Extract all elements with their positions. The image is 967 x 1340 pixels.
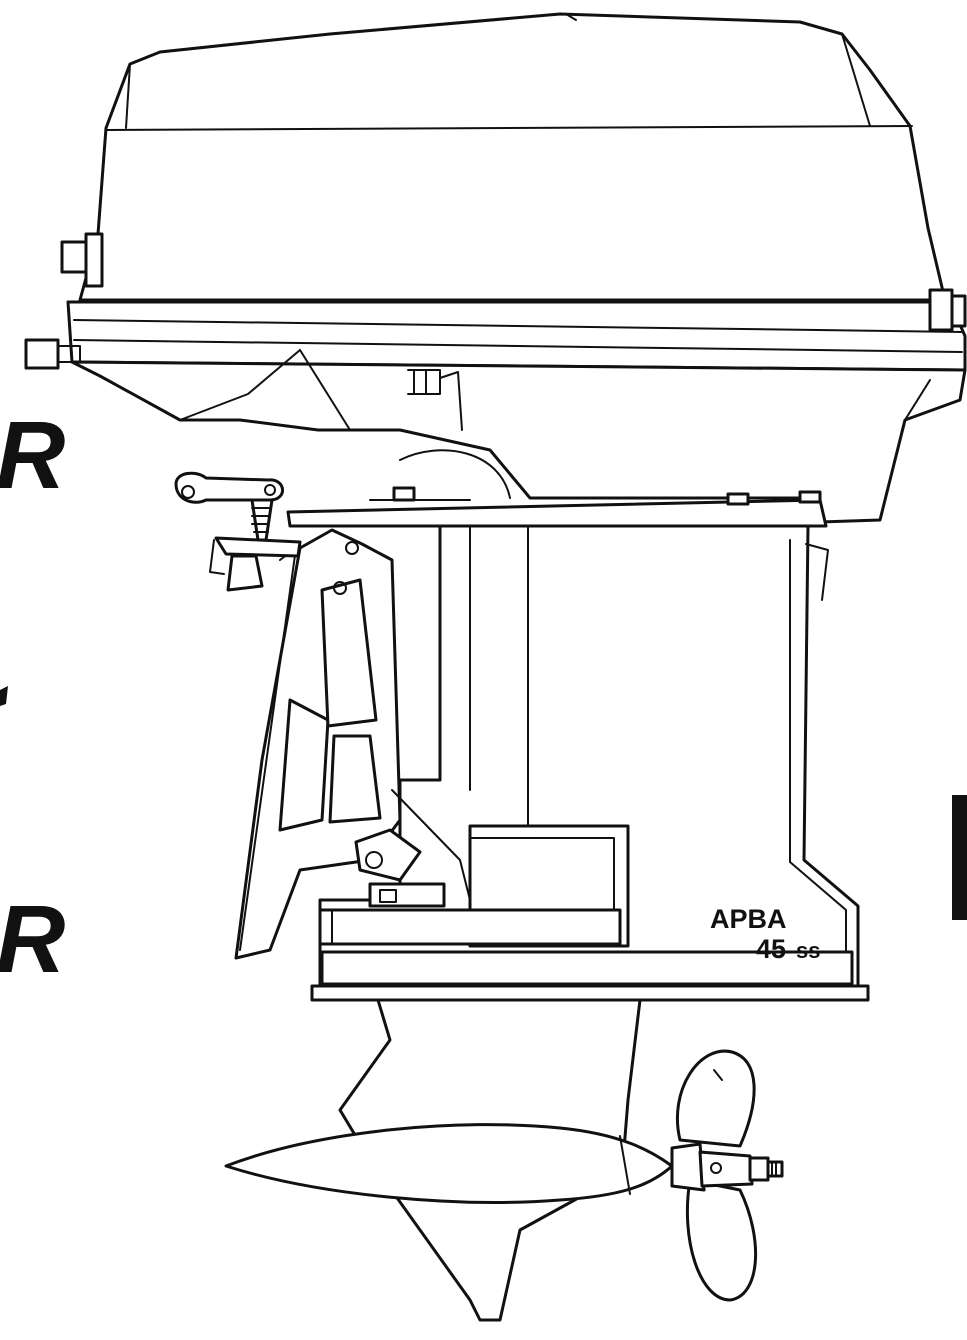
transom-clamp-bracket bbox=[174, 471, 471, 960]
model-decal-line-1: APBA bbox=[710, 904, 787, 934]
model-decal-suffix: ss bbox=[796, 938, 820, 963]
lower-unit bbox=[224, 998, 784, 1322]
edge-letter-left-1: R bbox=[0, 402, 65, 509]
model-decal-number: 45 bbox=[756, 934, 786, 964]
edge-fragment-mark bbox=[0, 686, 8, 706]
engine-cowling bbox=[24, 12, 967, 524]
edge-block-right bbox=[952, 795, 967, 920]
edge-letter-left-2: R bbox=[0, 886, 65, 993]
midsection-housing bbox=[310, 524, 870, 1002]
